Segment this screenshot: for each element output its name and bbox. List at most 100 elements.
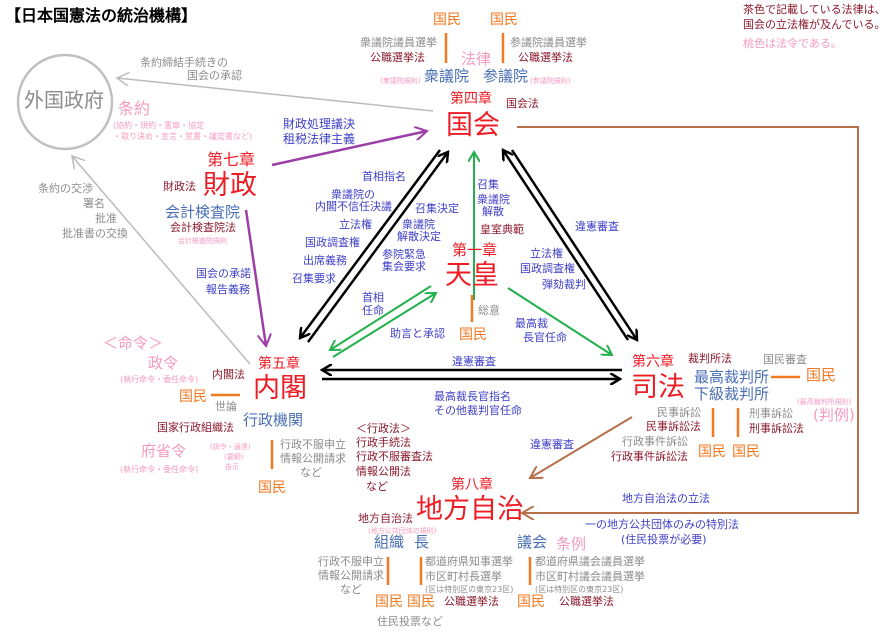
administrative-agencies: 行政機関	[243, 411, 304, 429]
people-label: 国民	[490, 12, 518, 28]
supreme-court: 最高裁判所	[694, 368, 770, 386]
arrow-diet-to-court	[510, 149, 637, 340]
arrow-emperor-to-court	[507, 287, 612, 355]
ward-note: (区は特別区の東京23区)	[535, 585, 624, 594]
ratification-label: 批准	[95, 212, 117, 225]
court-act: 裁判所法	[688, 352, 732, 365]
admin-law-heading: ＜行政法＞	[356, 422, 411, 435]
upper-house-election: 参議院議員選挙	[510, 36, 587, 49]
admin-suit-label: 行政事件訴訟	[622, 435, 688, 448]
arrow-diet-to-local	[517, 126, 859, 513]
board-of-audit-rules: 会計検査院規則	[178, 237, 227, 245]
lower-house-election: 衆議院議員選挙	[360, 36, 437, 49]
cabinet-law: 内閣法	[212, 368, 245, 381]
notice-note: 告示	[225, 463, 239, 471]
foreign-government-circle	[16, 53, 114, 151]
upper-house-rules: (参議院規則)	[530, 77, 571, 85]
relation-label: 内閣不信任決議	[315, 200, 392, 213]
diet-consent-label: 国会の承諾	[196, 267, 251, 280]
election-law: 公職選挙法	[444, 595, 499, 608]
relation-label: 召集	[477, 178, 499, 191]
cabinet-title: 内閣	[253, 373, 307, 404]
local-chapter: 第八章	[451, 477, 493, 493]
supreme-court-rules: (最高裁判所規則)	[797, 398, 852, 406]
people-label: 国民	[179, 389, 207, 405]
relation-label: 弾劾裁判	[542, 278, 586, 291]
arrow-cabinet-to-diet	[306, 152, 448, 343]
diet-law: 国会法	[506, 97, 539, 110]
legend-note-brown: 茶色で記載している法律は、	[743, 3, 886, 16]
relation-label: その他裁判官任命	[434, 404, 522, 417]
consent-label: 総意	[478, 304, 500, 317]
arrow-diet-to-foreign	[117, 78, 434, 112]
reporting-duty-label: 報告義務	[206, 283, 250, 296]
bylaw-label: 条例	[556, 535, 587, 553]
people-label: 国民	[732, 444, 760, 460]
prefectural-assembly-election: 都道府県議会議員選挙	[535, 555, 645, 568]
election-law: 公職選挙法	[518, 51, 573, 64]
lower-courts: 下級裁判所	[694, 385, 770, 403]
precedent-label: (判例)	[813, 406, 855, 424]
etc-label: など	[340, 583, 362, 596]
treaty-approval-label: 条約締結手続きの	[140, 56, 228, 69]
arrow-court-to-diet	[503, 150, 630, 341]
arrow-finance-to-diet	[271, 131, 427, 167]
ward-note: (区は特別区の東京23区)	[425, 585, 514, 594]
ministerial-order: 府省令	[141, 442, 187, 460]
emperor-chapter: 第一章	[452, 241, 498, 259]
relation-label: 違憲審査	[530, 438, 574, 451]
page-title: 【日本国憲法の統治機構】	[5, 6, 198, 25]
cabinet-chapter: 第五章	[258, 356, 300, 372]
relation-label: 衆議院の	[331, 188, 375, 201]
people-label: 国民	[517, 594, 545, 610]
signature-label: 署名	[83, 197, 105, 210]
tax-legalism-label: 租税法律主義	[283, 132, 356, 146]
local-assembly: 議会	[517, 533, 548, 551]
election-law: 公職選挙法	[559, 595, 614, 608]
guideline-note: (要綱)	[224, 453, 244, 461]
relation-label: 立法権	[530, 247, 563, 260]
relation-label: 解散	[482, 205, 504, 218]
civil-procedure-law: 民事訴訟法	[646, 420, 701, 433]
relation-label: 召集要求	[292, 272, 336, 285]
relation-label: 出席義務	[303, 254, 347, 267]
local-autonomy-law: 地方自治法	[358, 512, 413, 525]
info-disclosure-label: 情報公開請求	[280, 452, 346, 465]
mayor-election: 市区町村長選挙	[425, 570, 502, 583]
upper-house: 参議院	[483, 67, 529, 85]
relation-label: 違憲審査	[575, 220, 619, 233]
relation-label: 首相	[362, 291, 384, 304]
relation-label: 助言と承認	[390, 327, 445, 340]
cabinet-order: 政令	[148, 354, 179, 372]
etc-label: など	[366, 480, 388, 493]
negotiation-label: 条約の交渉	[38, 182, 93, 195]
local-head: 長	[414, 533, 430, 551]
people-label: 国民	[459, 327, 487, 343]
people-label: 国民	[407, 594, 435, 610]
relation-label: 国政調査権	[520, 262, 575, 275]
relation-label: 一の地方公共団体のみの特別法	[585, 518, 739, 531]
judiciary-title: 司法	[631, 372, 685, 403]
criminal-procedure-law: 刑事訴訟法	[749, 422, 804, 435]
relation-label: 立法権	[339, 218, 372, 231]
relation-label: 国政調査権	[305, 236, 360, 249]
people-connector-lines	[211, 33, 800, 585]
ratification-exchange-label: 批准書の交換	[62, 227, 128, 240]
relation-label: (住民投票が必要)	[621, 533, 707, 546]
admin-procedure-law: 行政手続法	[356, 436, 411, 449]
people-label: 国民	[375, 594, 403, 610]
relation-label: 地方自治法の立法	[622, 492, 710, 505]
relation-label: 衆議院	[477, 193, 510, 206]
judiciary-chapter: 第六章	[632, 354, 674, 370]
treaty-approval-label-2: 国会の承認	[187, 69, 242, 82]
election-law: 公職選挙法	[370, 51, 425, 64]
governor-election: 都道府県知事選挙	[425, 555, 513, 568]
relation-label: 違憲審査	[452, 355, 496, 368]
imperial-house-law: 皇室典範	[480, 223, 524, 236]
admin-case-litigation-law: 行政事件訴訟法	[611, 450, 688, 463]
public-opinion-label: 世論	[215, 400, 237, 413]
ministerial-order-note: (執行命令・委任命令)	[120, 465, 199, 474]
relation-label: 首相指名	[362, 170, 406, 183]
